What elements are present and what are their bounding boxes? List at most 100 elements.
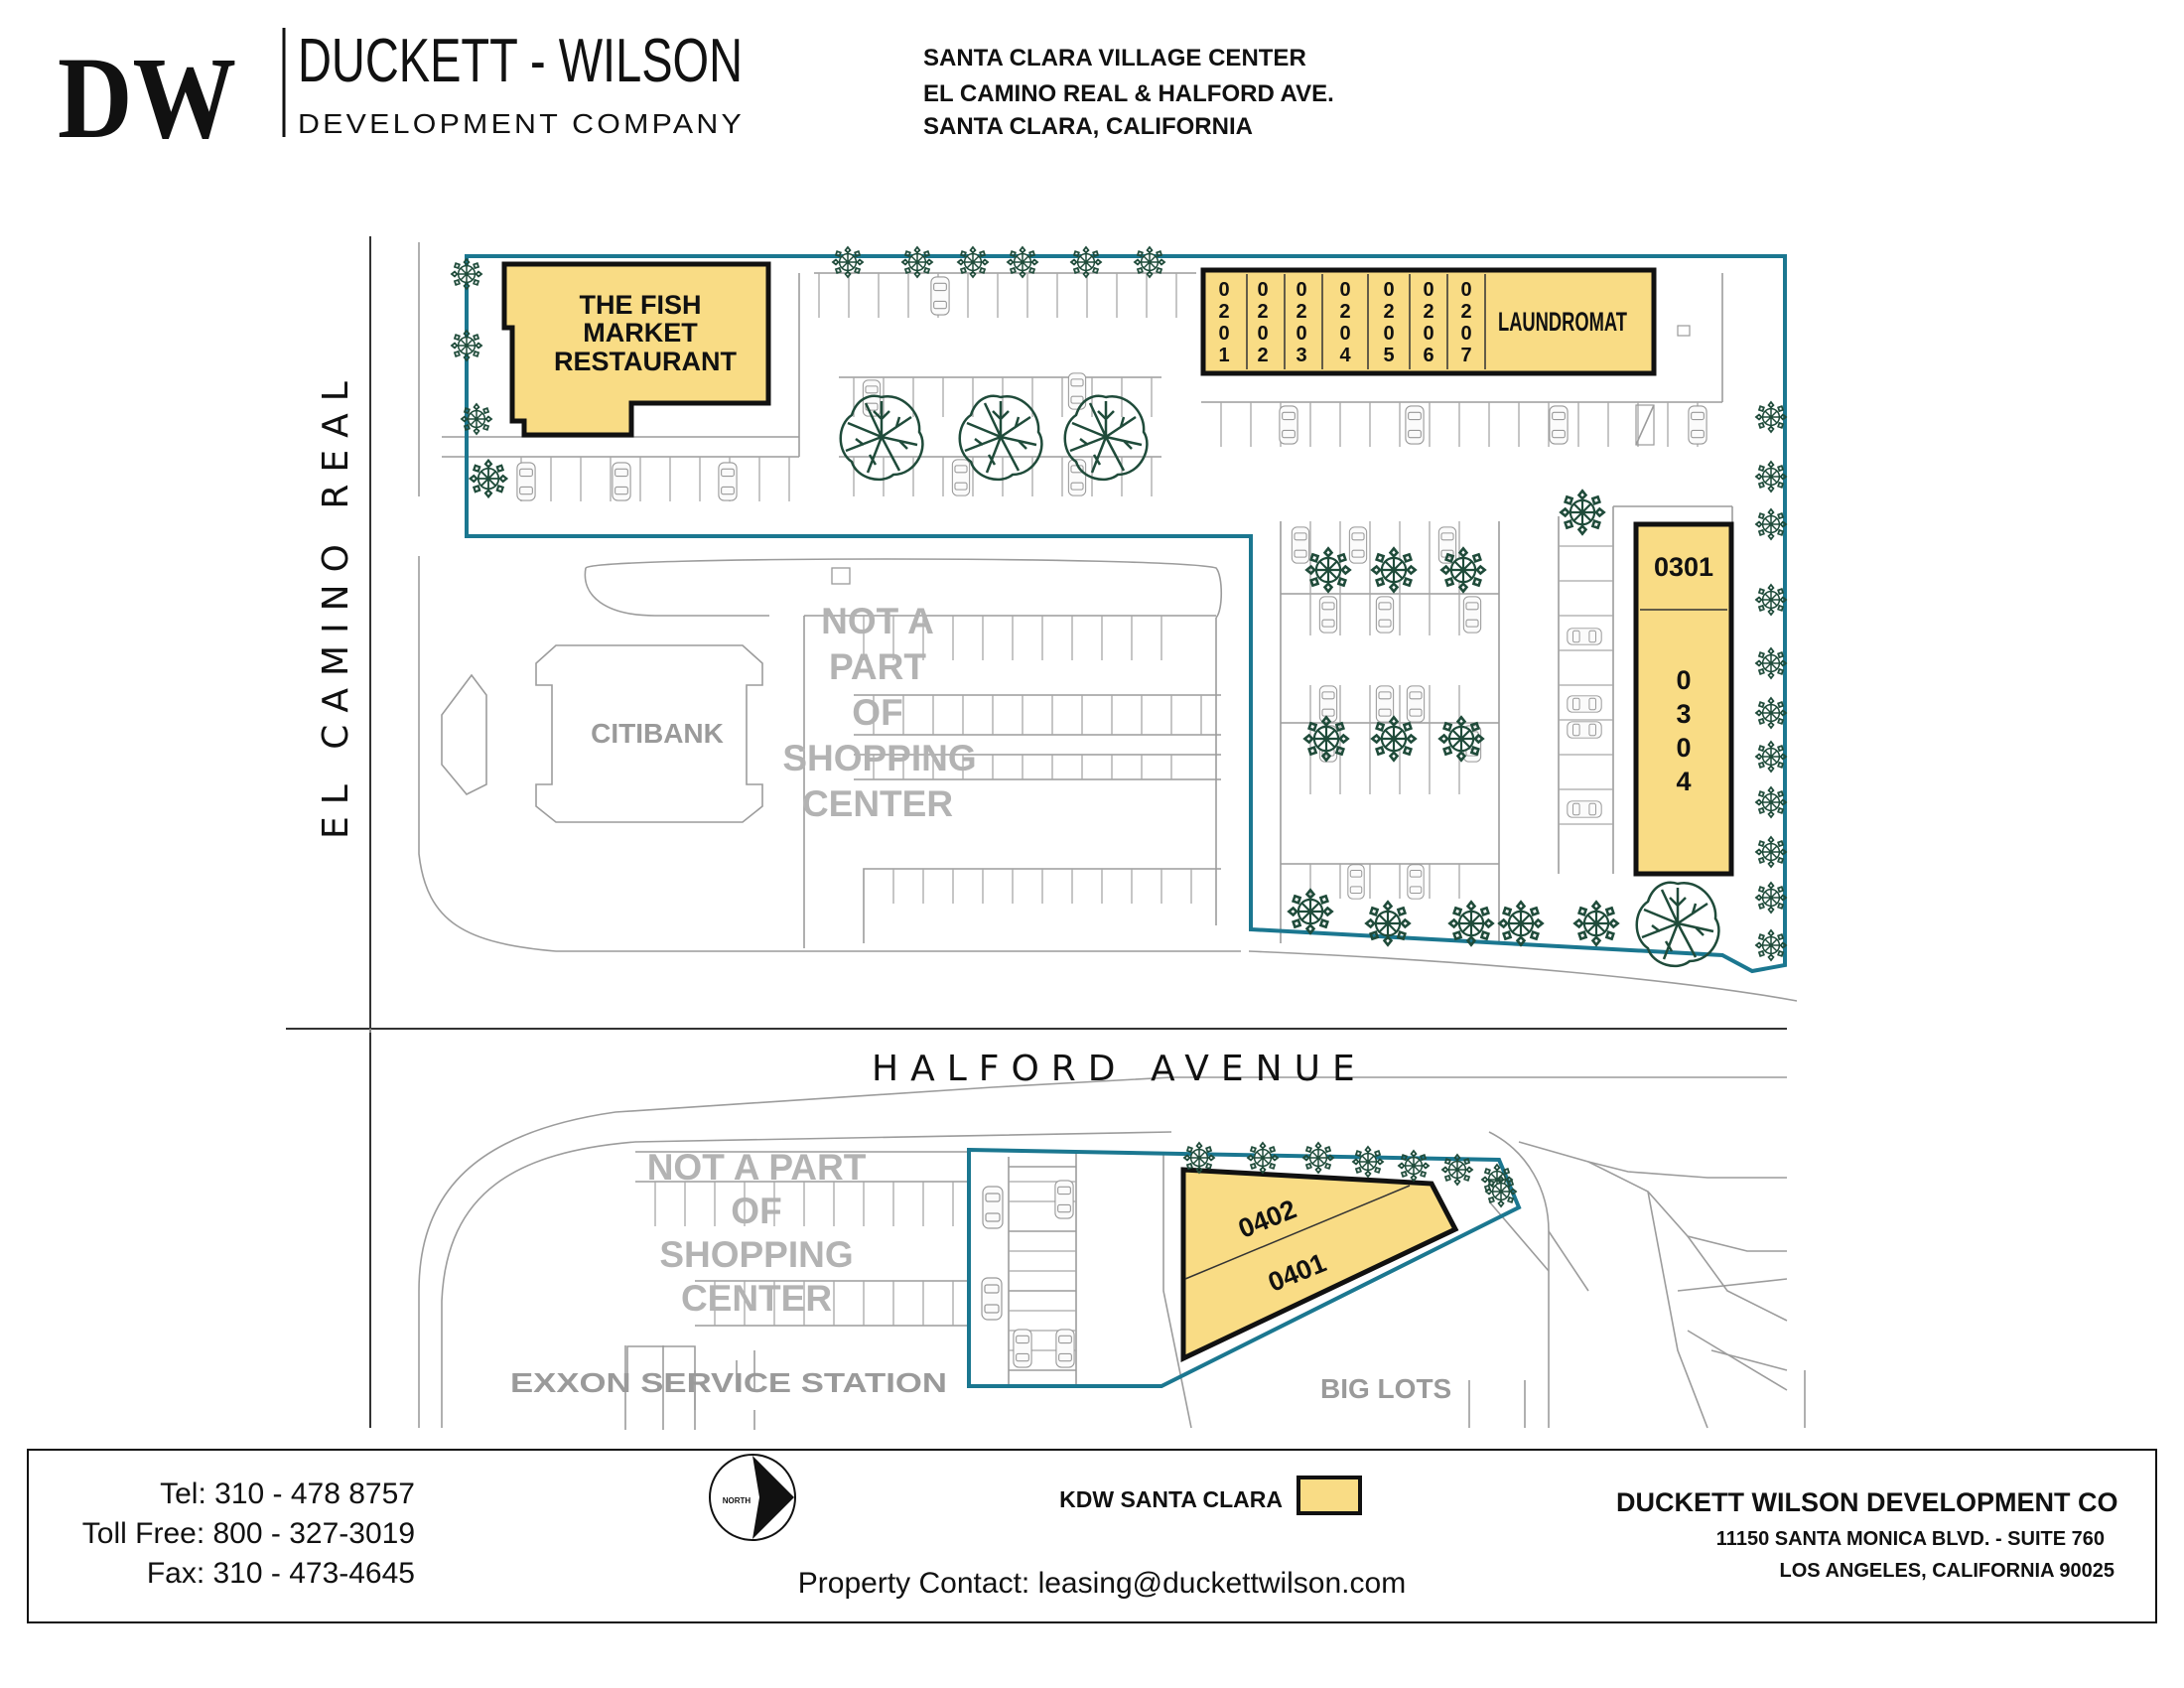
tel: Tel: 310 - 478 8757 — [160, 1477, 415, 1510]
fish-market-line3: RESTAURANT — [554, 347, 737, 376]
north-arrow-icon: NORTH — [709, 1454, 796, 1541]
unit-fish-market[interactable]: THE FISH MARKET RESTAURANT — [501, 261, 771, 438]
svg-text:0: 0 — [1218, 279, 1229, 301]
svg-text:2: 2 — [1383, 301, 1394, 323]
footer-company-block: DUCKETT WILSON DEVELOPMENT CO 11150 SANT… — [1616, 1487, 2118, 1582]
parking-bays-east — [1280, 521, 1500, 943]
unit-0205[interactable]: 0 2 0 5 — [1383, 279, 1394, 366]
legend-swatch — [1297, 1476, 1362, 1515]
company-name: DUCKETT - WILSON — [298, 27, 743, 95]
svg-text:0: 0 — [1423, 279, 1433, 301]
svg-text:2: 2 — [1257, 345, 1268, 366]
logo-letters: DW — [58, 33, 236, 163]
parking-stalls-side — [1558, 506, 1614, 874]
unit-0203[interactable]: 0 2 0 3 — [1296, 279, 1306, 366]
svg-text:NOT A PART: NOT A PART — [647, 1147, 867, 1188]
svg-text:2: 2 — [1296, 301, 1306, 323]
svg-text:0301: 0301 — [1654, 552, 1713, 582]
svg-text:0: 0 — [1339, 279, 1350, 301]
footer-address2: LOS ANGELES, CALIFORNIA 90025 — [1780, 1560, 2115, 1582]
svg-text:5: 5 — [1383, 345, 1394, 366]
svg-text:OF: OF — [852, 692, 902, 733]
south-lot-geometry — [624, 1131, 1806, 1430]
project-address: EL CAMINO REAL & HALFORD AVE. — [923, 80, 1334, 107]
east-building: 0301 0 3 0 4 — [1633, 521, 1734, 877]
legend: KDW SANTA CLARA — [1059, 1476, 1362, 1515]
unit-0202[interactable]: 0 2 0 2 — [1257, 279, 1268, 366]
svg-text:0: 0 — [1257, 323, 1268, 345]
svg-text:0: 0 — [1676, 733, 1691, 763]
parking-stalls-south-top — [654, 1182, 954, 1226]
svg-text:0: 0 — [1383, 323, 1394, 345]
svg-text:LAUNDROMAT: LAUNDROMAT — [1498, 307, 1627, 337]
svg-text:0: 0 — [1460, 279, 1471, 301]
not-part-north-geometry — [441, 558, 1223, 948]
citibank-building — [535, 644, 763, 823]
svg-text:2: 2 — [1339, 301, 1350, 323]
svg-text:0: 0 — [1423, 323, 1433, 345]
svg-text:2: 2 — [1423, 301, 1433, 323]
svg-text:3: 3 — [1296, 345, 1306, 366]
svg-text:0: 0 — [1383, 279, 1394, 301]
footer-company: DUCKETT WILSON DEVELOPMENT CO — [1616, 1487, 2118, 1517]
svg-text:OF: OF — [731, 1191, 781, 1231]
svg-text:3: 3 — [1676, 699, 1691, 729]
footer-panel — [27, 1449, 2157, 1623]
parking-stalls-strip — [1220, 402, 1699, 447]
svg-text:0: 0 — [1460, 323, 1471, 345]
street-halford-avenue: HALFORD AVENUE — [872, 1049, 1367, 1089]
unit-0207[interactable]: 0 2 0 7 — [1460, 279, 1471, 366]
parking-stalls-top — [818, 273, 1177, 318]
citibank-label: CITIBANK — [591, 718, 724, 749]
svg-text:0: 0 — [1676, 665, 1691, 695]
unit-0204[interactable]: 0 2 0 4 — [1339, 279, 1351, 366]
parking-stalls-front — [520, 457, 790, 501]
company-subtitle: DEVELOPMENT COMPANY — [298, 108, 745, 139]
not-part-label-south: NOT A PART OF SHOPPING CENTER — [647, 1147, 867, 1319]
svg-text:PART: PART — [829, 646, 926, 687]
legend-label: KDW SANTA CLARA — [1059, 1486, 1283, 1512]
unit-0206[interactable]: 0 2 0 6 — [1423, 279, 1433, 366]
project-info: SANTA CLARA VILLAGE CENTER EL CAMINO REA… — [923, 45, 1334, 140]
svg-text:4: 4 — [1676, 767, 1691, 796]
footer-contact-phones: Tel: 310 - 478 8757 Toll Free: 800 - 327… — [82, 1477, 415, 1590]
svg-text:6: 6 — [1423, 345, 1433, 366]
parking-stalls-notpart — [854, 616, 1221, 904]
street-lines — [286, 236, 1798, 1428]
toll-free: Toll Free: 800 - 327-3019 — [82, 1517, 415, 1550]
big-lots-label: BIG LOTS — [1320, 1373, 1451, 1404]
street-el-camino-real: EL CAMINO REAL — [316, 369, 356, 839]
fish-market-line2: MARKET — [583, 318, 698, 348]
svg-text:SHOPPING: SHOPPING — [659, 1234, 853, 1275]
south-building: 0402 0401 — [1180, 1167, 1459, 1362]
unit-0301[interactable]: 0301 — [1654, 552, 1713, 582]
svg-text:1: 1 — [1218, 345, 1229, 366]
unit-0304[interactable]: 0 3 0 4 — [1676, 665, 1691, 796]
svg-text:0: 0 — [1339, 323, 1350, 345]
exxon-label: EXXON SERVICE STATION — [510, 1367, 947, 1398]
fax: Fax: 310 - 473-4645 — [147, 1557, 415, 1590]
north-parcel-boundary — [465, 254, 1787, 974]
svg-text:4: 4 — [1339, 345, 1351, 366]
svg-text:SHOPPING: SHOPPING — [782, 738, 976, 778]
property-contact[interactable]: Property Contact: leasing@duckettwilson.… — [798, 1567, 1406, 1600]
parking-stalls-south-mid — [714, 1281, 954, 1326]
not-part-label-north: NOT A PART OF SHOPPING CENTER — [782, 601, 976, 824]
parked-cars-south — [981, 1180, 1075, 1368]
unit-laundromat[interactable]: LAUNDROMAT — [1498, 307, 1627, 337]
svg-text:2: 2 — [1218, 301, 1229, 323]
unit-0201[interactable]: 0 2 0 1 — [1218, 279, 1229, 366]
svg-text:0: 0 — [1257, 279, 1268, 301]
project-city: SANTA CLARA, CALIFORNIA — [923, 113, 1253, 140]
svg-text:NOT A: NOT A — [821, 601, 934, 641]
svg-text:2: 2 — [1460, 301, 1471, 323]
svg-text:0: 0 — [1218, 323, 1229, 345]
fish-market-line1: THE FISH — [579, 290, 701, 320]
footer-address1: 11150 SANTA MONICA BLVD. - SUITE 760 — [1716, 1528, 2105, 1550]
svg-text:0: 0 — [1296, 323, 1306, 345]
north-lot-geometry — [442, 272, 1733, 943]
svg-text:CENTER: CENTER — [681, 1278, 832, 1319]
north-label: NORTH — [723, 1496, 751, 1505]
company-logo: DW DUCKETT - WILSON DEVELOPMENT COMPANY — [58, 27, 745, 163]
